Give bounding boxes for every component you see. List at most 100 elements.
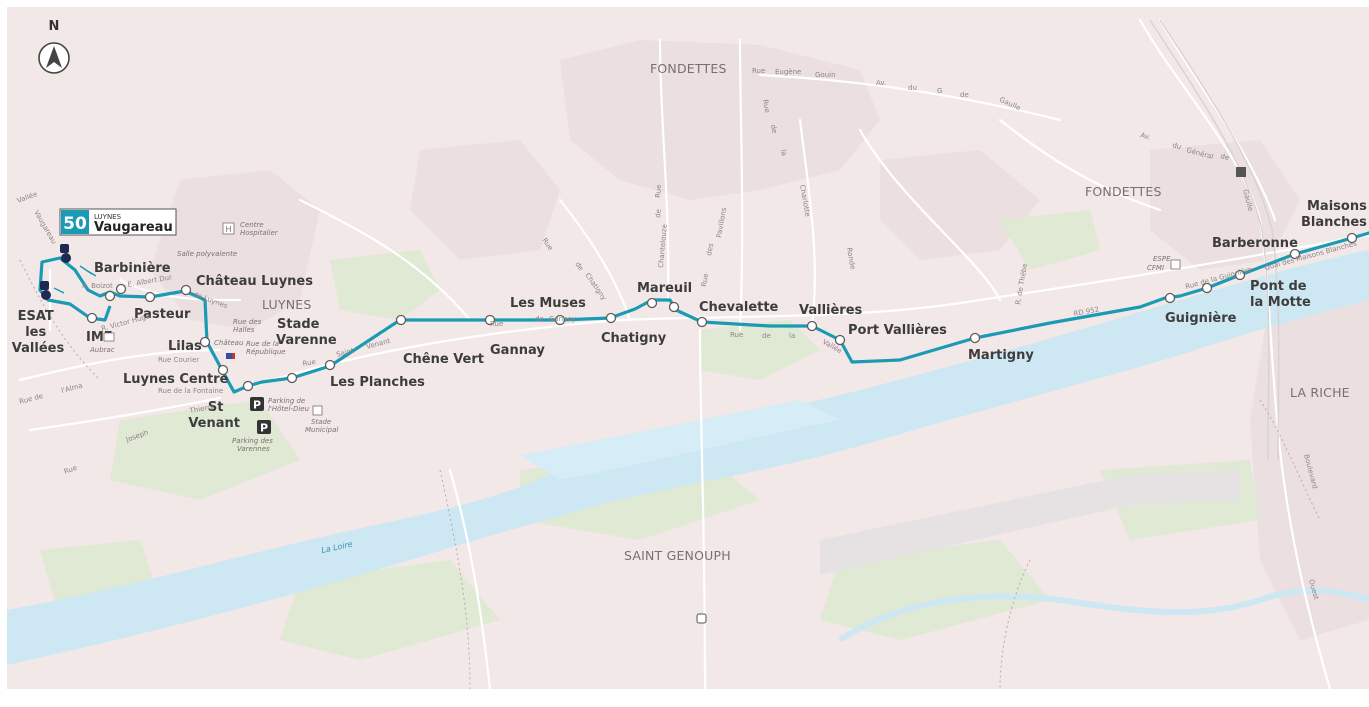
street-chatigny-2: de	[573, 261, 585, 273]
street-gannay-1: Rue	[490, 320, 503, 328]
stop-marker-stade-varenne[interactable]	[286, 372, 298, 384]
poi-centre-hospitalier-line1: Centre	[240, 221, 264, 229]
stop-label-chatigny[interactable]: Chatigny	[601, 331, 667, 346]
poi-parking-varennes-line2: Varennes	[237, 445, 270, 453]
stop-label-maisons-blanches-line1: Maisons	[1307, 199, 1367, 214]
stop-label-esat[interactable]: ESAT les Vallées	[12, 309, 65, 356]
street-rue-fontaine: Rue de la Fontaine	[158, 387, 223, 395]
stop-marker-gannay[interactable]	[484, 314, 496, 326]
stop-marker-mareuil-east[interactable]	[668, 301, 680, 313]
stop-marker-barbiniere[interactable]	[115, 283, 127, 295]
place-names: FONDETTES FONDETTES LUYNES LA RICHE SAIN…	[262, 61, 1350, 563]
stop-marker-mareuil-west[interactable]	[646, 297, 658, 309]
stop-label-st-venant[interactable]: St Venant	[188, 400, 240, 431]
museum-icon	[103, 332, 115, 342]
river-cher	[838, 587, 1369, 643]
stop-marker-ime[interactable]	[86, 312, 98, 324]
stop-marker-martigny[interactable]	[969, 332, 981, 344]
line-badge[interactable]: 50 LUYNES Vaugareau	[59, 208, 177, 236]
stop-marker-barberonne[interactable]	[1289, 248, 1301, 260]
stop-label-les-muses[interactable]: Les Muses	[510, 296, 586, 311]
street-gouin-1: Rue	[752, 67, 765, 75]
stop-label-port-vallieres[interactable]: Port Vallières	[848, 323, 947, 338]
river-loire	[7, 250, 1369, 665]
stop-label-esat-line1: ESAT	[18, 309, 54, 324]
stop-label-chevalette[interactable]: Chevalette	[699, 300, 779, 315]
stop-marker-guigniere-east[interactable]	[1201, 282, 1213, 294]
airfield	[820, 470, 1240, 575]
stop-marker-port-vallieres[interactable]	[834, 334, 846, 346]
stop-marker-chatigny[interactable]	[605, 312, 617, 324]
stop-label-pont-de-la-motte[interactable]: Pont de la Motte	[1250, 279, 1311, 310]
stop-marker-lilas[interactable]	[199, 336, 211, 348]
stop-label-luynes-centre[interactable]: Luynes Centre	[123, 372, 229, 387]
highway	[1149, 19, 1280, 461]
stop-marker-pont-de-la-motte[interactable]	[1234, 269, 1246, 281]
stop-label-barberonne[interactable]: Barberonne	[1212, 236, 1298, 251]
compass-letter: N	[49, 19, 60, 34]
direction-arrow-icon	[79, 265, 97, 277]
street-de-gaulle-3: G	[937, 87, 942, 95]
stop-markers	[115, 232, 1358, 392]
poi-rue-republique: Rue de la République	[246, 340, 286, 356]
stop-label-stade-varenne-line1: Stade	[277, 317, 320, 332]
terminus-marker-esat[interactable]	[41, 290, 51, 300]
street-de-gaulle-1: Av.	[876, 79, 886, 87]
stop-marker-chene-vert[interactable]	[395, 314, 407, 326]
poi-rue-des-halles: Rue des Halles	[233, 318, 263, 334]
stop-label-pont-de-la-motte-line2: la Motte	[1250, 295, 1311, 310]
bus-depot-icon	[696, 613, 707, 624]
stop-marker-st-venant[interactable]	[242, 380, 254, 392]
stop-label-stade-varenne[interactable]: Stade Varenne	[276, 317, 337, 348]
stop-marker-chateau-luynes[interactable]	[180, 284, 192, 296]
poi-rue-des-halles-line2: Halles	[233, 326, 255, 334]
stop-marker-vaugareau-loop[interactable]	[104, 290, 116, 302]
stop-label-pasteur[interactable]: Pasteur	[134, 307, 191, 322]
stop-label-chene-vert[interactable]: Chêne Vert	[403, 352, 484, 367]
building-icon	[1236, 167, 1246, 177]
line-terminus: Vaugareau	[94, 220, 173, 235]
street-charlotte-2: de	[769, 124, 778, 134]
stop-label-lilas[interactable]: Lilas	[168, 339, 202, 354]
stop-label-chateau-luynes[interactable]: Château Luynes	[196, 274, 313, 289]
hospital-icon-box	[222, 222, 235, 235]
stadium-icon	[312, 405, 323, 416]
poi-stade-municipal-line2: Municipal	[305, 426, 338, 434]
commune-boundaries	[19, 259, 1321, 690]
poi-salle-polyvalente: Salle polyvalente	[177, 250, 237, 258]
stop-label-maisons-blanches[interactable]: Maisons Blanches	[1301, 199, 1369, 230]
stop-label-barbiniere[interactable]: Barbinière	[94, 261, 171, 276]
stop-marker-pasteur[interactable]	[144, 291, 156, 303]
stop-label-maisons-blanches-line2: Blanches	[1301, 215, 1367, 230]
bus-route-line	[38, 231, 1369, 394]
stop-marker-maisons-blanches[interactable]	[1346, 232, 1358, 244]
street-saint-venant-1: Rue	[302, 358, 316, 368]
stop-label-vallieres[interactable]: Vallières	[799, 303, 863, 318]
stop-marker-les-planches[interactable]	[324, 359, 336, 371]
poi-rue-republique-line2: République	[246, 348, 286, 356]
stop-label-les-planches[interactable]: Les Planches	[330, 375, 425, 390]
stop-label-gannay[interactable]: Gannay	[490, 343, 545, 358]
poi-espe-cfmi-line2: CFMI	[1147, 264, 1164, 272]
stop-marker-luynes-centre[interactable]	[217, 364, 229, 376]
line-number-box	[61, 210, 89, 234]
stop-marker-les-muses[interactable]	[554, 314, 566, 326]
stop-marker-chevalette[interactable]	[696, 316, 708, 328]
poi-stade-municipal-line1: Stade	[311, 418, 331, 426]
poi-parking-hotel-dieu-line1: Parking de	[268, 397, 305, 405]
stop-label-st-venant-line1: St	[208, 400, 224, 415]
urban-areas	[150, 40, 1369, 640]
stop-marker-guigniere-west[interactable]	[1164, 292, 1176, 304]
street-r-boizot: R. Boizot	[82, 282, 113, 290]
terminus-marker-vaugareau[interactable]	[61, 253, 71, 263]
stop-label-guigniere[interactable]: Guignière	[1165, 311, 1237, 326]
place-la-riche: LA RICHE	[1290, 385, 1350, 400]
stop-marker-vallieres[interactable]	[806, 320, 818, 332]
poi-rue-republique-line1: Rue de la	[246, 340, 279, 348]
street-charlotte-1: Rue	[761, 99, 771, 113]
terminus-markers	[40, 244, 71, 300]
stop-label-mareuil[interactable]: Mareuil	[637, 281, 692, 296]
stop-label-martigny[interactable]: Martigny	[968, 348, 1034, 363]
